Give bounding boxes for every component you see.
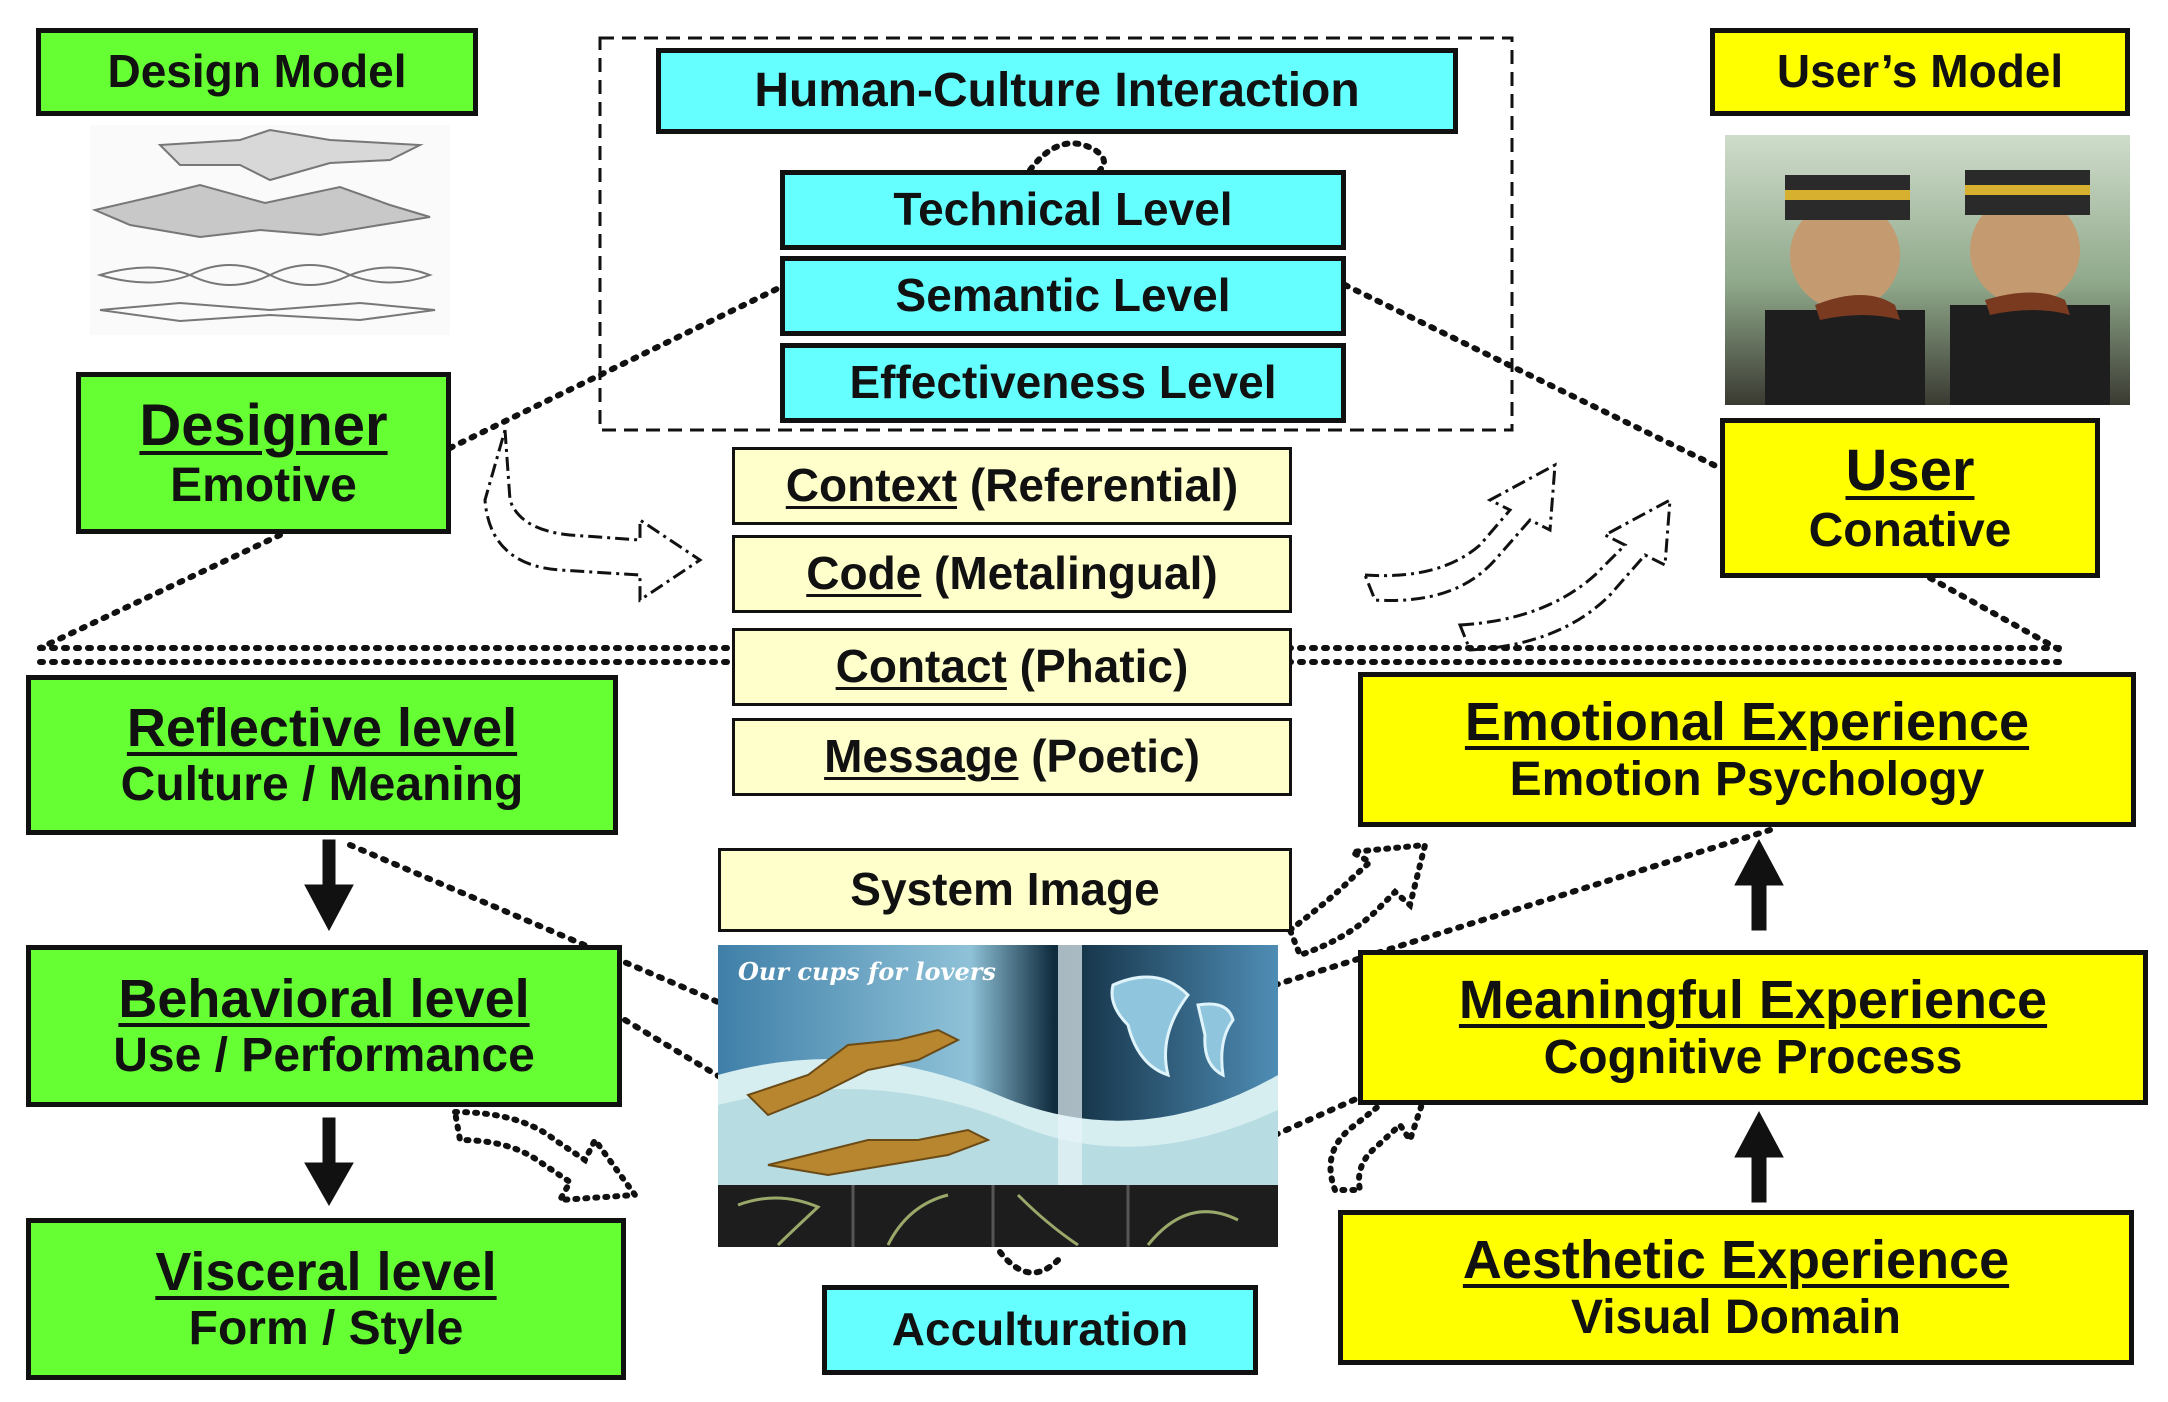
arrow-meaningful-emotional-shaft	[1751, 879, 1767, 931]
system-image-photo: Our cups for lovers	[718, 945, 1278, 1247]
arrow-behavioral-visceral-head	[304, 1162, 354, 1207]
arrow-reflective-behavioral-head	[304, 884, 354, 932]
dotted-arc-bottom	[997, 1249, 1063, 1276]
hollow-arrow-behavioral-photo	[451, 1108, 641, 1204]
dotted-line-designer-left	[37, 532, 283, 651]
users-model-label: User’s Model	[1710, 28, 2130, 116]
function-code: Code (Metalingual)	[732, 535, 1292, 613]
arrow-behavioral-visceral-shaft	[322, 1117, 336, 1167]
technical-level: Technical Level	[780, 170, 1346, 250]
user-box: User Conative	[1720, 418, 2100, 578]
user-sub: Conative	[1808, 503, 2012, 557]
hollow-arrow-designer-context	[483, 429, 703, 603]
arrow-reflective-behavioral-shaft	[322, 839, 336, 889]
visceral-level-box: Visceral level Form / Style	[26, 1218, 626, 1380]
hollow-arrow-code-user-1	[1362, 462, 1557, 602]
system-image-label: System Image	[718, 848, 1292, 932]
dotted-line-photo-meaningful	[1272, 1092, 1368, 1138]
dotted-line-user-right	[1927, 575, 2063, 653]
dotted-line-behavioral-photo	[622, 1017, 728, 1083]
dotted-line-designer-semantic	[447, 282, 788, 451]
reflective-level-box: Reflective level Culture / Meaning	[26, 675, 618, 835]
dotted-line-photo-emotional	[1272, 827, 1773, 988]
semantic-level: Semantic Level	[780, 256, 1346, 336]
function-contact: Contact (Phatic)	[732, 628, 1292, 706]
hollow-arrow-code-user-2	[1457, 497, 1672, 652]
dotted-line-reflective-photo	[347, 842, 728, 1008]
behavioral-level-box: Behavioral level Use / Performance	[26, 945, 622, 1107]
hci-dashed-frame	[598, 36, 1514, 432]
designer-sub: Emotive	[170, 458, 357, 512]
effectiveness-level: Effectiveness Level	[780, 343, 1346, 423]
user-title: User	[1845, 437, 1975, 503]
designer-title: Designer	[139, 392, 388, 458]
arrow-aesthetic-meaningful-head	[1734, 1110, 1784, 1158]
users-model-photo	[1725, 135, 2130, 405]
aesthetic-experience-box: Aesthetic Experience Visual Domain	[1338, 1210, 2134, 1365]
function-message: Message (Poetic)	[732, 718, 1292, 796]
function-context: Context (Referential)	[732, 447, 1292, 525]
hollow-arrow-systemimage-emotional	[1286, 841, 1429, 959]
photo-caption: Our cups for lovers	[738, 957, 996, 986]
meaningful-experience-box: Meaningful Experience Cognitive Process	[1358, 950, 2148, 1105]
design-model-label: Design Model	[36, 28, 478, 116]
dotted-line-semantic-user	[1342, 282, 1723, 471]
dotted-arc-top	[1027, 140, 1107, 173]
emotional-experience-box: Emotional Experience Emotion Psychology	[1358, 672, 2136, 827]
arrow-aesthetic-meaningful-shaft	[1751, 1151, 1767, 1203]
arrow-meaningful-emotional-head	[1734, 838, 1784, 886]
hci-title: Human-Culture Interaction	[656, 48, 1458, 134]
design-model-sketch	[90, 125, 450, 335]
designer-box: Designer Emotive	[76, 372, 451, 534]
acculturation-box: Acculturation	[822, 1285, 1258, 1375]
